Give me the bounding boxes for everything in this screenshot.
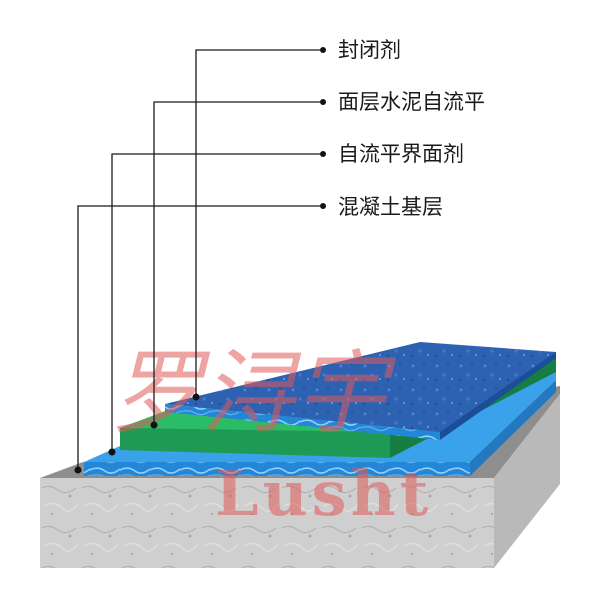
leader-dot-layer-concrete-base [74, 466, 82, 474]
top-layer-front [165, 404, 440, 440]
concrete-front-face-extended [40, 478, 494, 568]
leader-dot-label-sealant [320, 47, 326, 53]
label-top-self-leveling-cement: 面层水泥自流平 [338, 90, 485, 114]
leader-dot-layer-top-self-leveling [150, 421, 158, 429]
label-concrete-base: 混凝土基层 [338, 195, 443, 219]
leader-lines [74, 47, 326, 474]
green-layer-front [120, 428, 390, 458]
top-layer-side [440, 352, 556, 440]
leader-line-top-self-leveling [153, 101, 320, 425]
leader-dot-label-concrete-base [320, 203, 326, 209]
concrete-side-face [494, 394, 560, 568]
leader-dot-layer-interface-agent [108, 448, 116, 456]
leader-dot-layer-sealant [192, 393, 200, 401]
leader-line-sealant [195, 49, 320, 397]
leader-line-interface-agent [111, 153, 320, 452]
leader-line-concrete-base [77, 205, 320, 470]
watermark-english: Lusht [215, 457, 432, 530]
top-layer-surface [165, 342, 556, 432]
interface-layer-front [84, 462, 470, 476]
leader-dot-label-top-self-leveling [320, 99, 326, 105]
interface-layer-side [470, 380, 556, 476]
label-self-leveling-interface-agent: 自流平界面剂 [338, 142, 464, 166]
watermark-chinese: 罗浔宇 [110, 340, 397, 447]
label-sealant: 封闭剂 [338, 38, 401, 62]
leader-dot-label-interface-agent [320, 151, 326, 157]
